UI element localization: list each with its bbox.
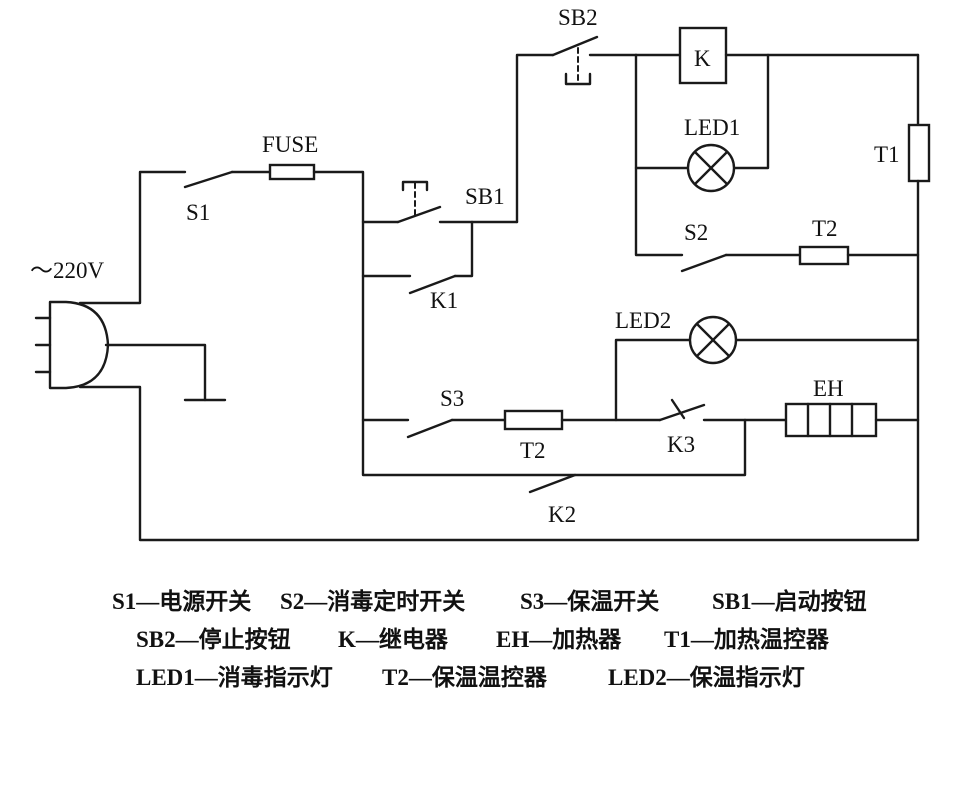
legend-item-t2: T2—保温温控器 xyxy=(382,665,547,690)
heater-eh-element xyxy=(784,402,878,438)
wire-plug-earth xyxy=(104,343,207,402)
circuit-diagram: ～220V S1 FUSE SB1 K1 SB2 K xyxy=(30,5,931,542)
contact-k2-label: K2 xyxy=(548,502,576,527)
heater-eh-label: EH xyxy=(813,376,844,401)
switch-s1-label: S1 xyxy=(186,200,210,225)
legend-row-2: SB2—停止按钮 K—继电器 EH—加热器 T1—加热温控器 xyxy=(0,620,964,660)
contact-k3-blade xyxy=(658,403,706,422)
thermostat-t1 xyxy=(907,123,931,183)
legend-item-s1: S1—电源开关 xyxy=(112,589,252,614)
pushbutton-sb1-blade xyxy=(396,205,442,224)
wire-s2-branch xyxy=(634,166,684,257)
pushbutton-sb1-label: SB1 xyxy=(465,184,505,209)
relay-k-coil xyxy=(678,26,728,85)
thermostat-t2-lower xyxy=(503,409,564,431)
component-legend: S1—电源开关 S2—消毒定时开关 S3—保温开关 SB1—启动按钮 SB2—停… xyxy=(0,568,964,696)
thermostat-t1-label: T1 xyxy=(874,142,900,167)
legend-item-sb1: SB1—启动按钮 xyxy=(712,589,867,614)
thermostat-t2-lower-label: T2 xyxy=(520,438,546,463)
legend-item-t1: T1—加热温控器 xyxy=(664,627,829,652)
indicator-led1-label: LED1 xyxy=(684,115,740,140)
legend-item-s3: S3—保温开关 xyxy=(520,589,660,614)
pushbutton-sb2-blade xyxy=(551,35,599,57)
legend-item-led2: LED2—保温指示灯 xyxy=(608,665,805,690)
legend-item-eh: EH—加热器 xyxy=(496,627,622,652)
wire-k1-right xyxy=(453,220,474,278)
wire-led2-branch xyxy=(614,338,692,422)
switch-s3-blade xyxy=(406,418,454,439)
indicator-led1-icon xyxy=(686,143,736,193)
switch-s1-blade xyxy=(183,170,234,189)
thermostat-t2-upper-label: T2 xyxy=(812,216,838,241)
legend-row-1: S1—电源开关 S2—消毒定时开关 S3—保温开关 SB1—启动按钮 xyxy=(0,582,964,622)
contact-k3-slash xyxy=(670,398,686,420)
legend-item-k: K—继电器 xyxy=(338,627,448,652)
legend-item-s2: S2—消毒定时开关 xyxy=(280,589,466,614)
wire-riser-sb2 xyxy=(515,53,555,224)
pushbutton-sb2-label: SB2 xyxy=(558,5,598,30)
fuse-element xyxy=(268,163,316,181)
legend-item-led1: LED1—消毒指示灯 xyxy=(136,665,333,690)
indicator-led2-label: LED2 xyxy=(615,308,671,333)
contact-k3-label: K3 xyxy=(667,432,695,457)
supply-voltage-label: ～220V xyxy=(30,258,105,283)
pushbutton-sb1-actuator-icon xyxy=(401,180,429,216)
pushbutton-sb2-actuator-icon xyxy=(564,47,592,86)
wire-plug-neutral xyxy=(78,338,920,542)
switch-s3-label: S3 xyxy=(440,386,464,411)
switch-s2-label: S2 xyxy=(684,220,708,245)
legend-row-3: LED1—消毒指示灯 T2—保温温控器 LED2—保温指示灯 xyxy=(0,658,964,698)
wire-main-bus xyxy=(312,170,747,477)
contact-k2-blade xyxy=(528,473,577,494)
fuse-label: FUSE xyxy=(262,132,318,157)
switch-s2-blade xyxy=(680,253,728,273)
relay-k-label: K xyxy=(694,46,711,71)
contact-k1-blade xyxy=(408,274,457,295)
legend-item-sb2: SB2—停止按钮 xyxy=(136,627,291,652)
contact-k1-label: K1 xyxy=(430,288,458,313)
thermostat-t2-upper xyxy=(798,245,850,266)
power-plug-icon xyxy=(34,300,110,390)
wire-led1-return xyxy=(732,53,770,170)
wire-plug-live xyxy=(78,170,187,305)
indicator-led2-icon xyxy=(688,315,738,365)
